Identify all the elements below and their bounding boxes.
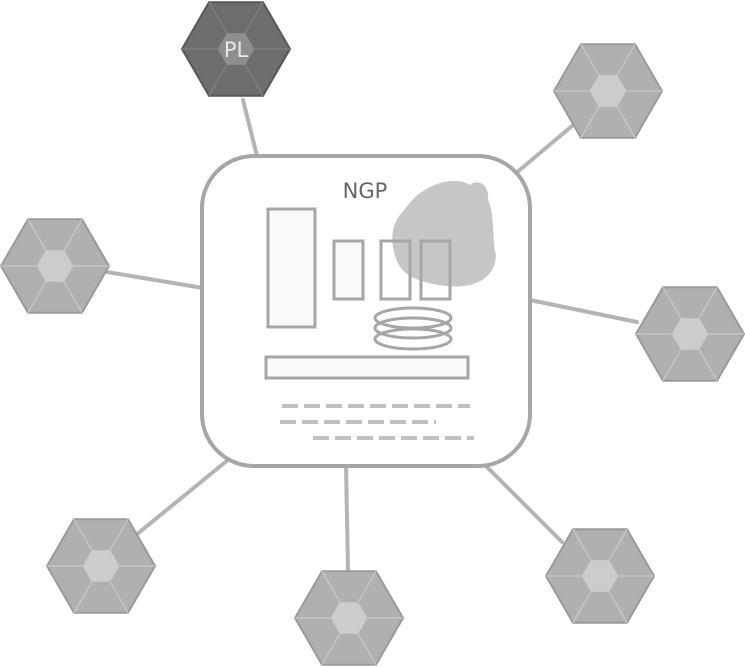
hex-node-upper-right (552, 43, 664, 139)
connector-lower-right (483, 463, 564, 544)
connector-pl (241, 98, 259, 158)
ngp-label: NGP (343, 179, 388, 203)
hex-core (36, 250, 74, 282)
hex-spokes (636, 286, 744, 382)
ngp-card: NGP (200, 154, 532, 468)
hex-spokes (1, 218, 109, 314)
wide-bar (264, 355, 470, 380)
tall-bar (266, 207, 317, 329)
hex-core (330, 602, 368, 634)
hex-spokes (546, 528, 654, 624)
blob-shape (392, 180, 496, 287)
hex-node-pl: PL (180, 1, 292, 97)
hex-spokes (554, 43, 662, 139)
connector-bottom (344, 463, 350, 572)
short-bar-2 (379, 239, 412, 301)
connector-left (105, 270, 205, 290)
hex-core (217, 33, 255, 65)
connector-right (528, 298, 639, 324)
short-bar-3 (419, 239, 452, 301)
hex-core (82, 550, 120, 582)
hex-spokes (182, 1, 290, 97)
hex-core (589, 75, 627, 107)
connector-lower-left (134, 453, 236, 537)
hex-spokes (47, 518, 155, 614)
text-lines (280, 404, 474, 440)
hex-node-lower-right (544, 528, 656, 624)
hex-spokes (295, 570, 403, 666)
hex-node-bottom (293, 570, 405, 666)
hex-core (671, 318, 709, 350)
short-bar-1 (332, 239, 365, 301)
connectors (105, 98, 639, 572)
hex-label-pl: PL (224, 38, 249, 62)
coil-shape (373, 306, 453, 351)
hex-node-right (634, 286, 745, 382)
hex-node-lower-left (45, 518, 157, 614)
hex-node-left (0, 218, 111, 314)
hex-core (581, 560, 619, 592)
connector-upper-right (513, 124, 574, 176)
